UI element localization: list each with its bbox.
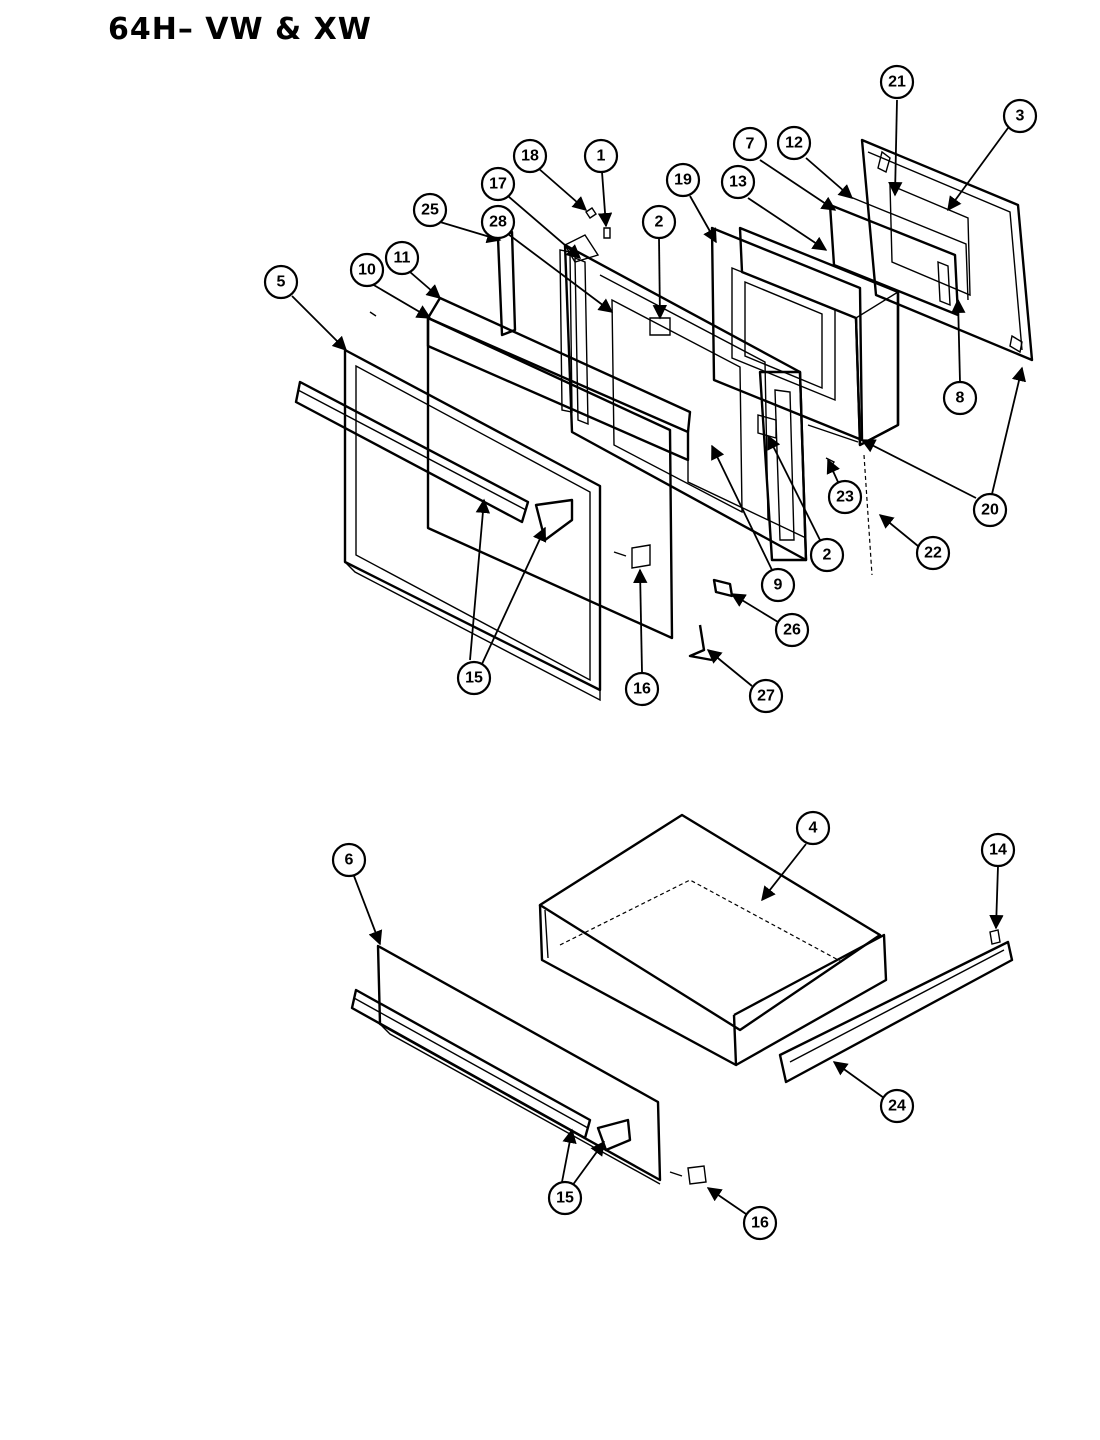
callout-16-drawer: 16 — [742, 1205, 778, 1241]
svg-text:15: 15 — [465, 670, 483, 687]
svg-text:22: 22 — [924, 545, 942, 562]
oven-door-assembly — [294, 138, 1034, 702]
callout-16-oven: 16 — [624, 671, 660, 707]
callout-21: 21 — [879, 64, 915, 100]
oven-door-handle — [294, 380, 530, 524]
callout-15-oven: 15 — [456, 660, 492, 696]
drawer-front-panel — [376, 944, 662, 1182]
callout-26: 26 — [774, 612, 810, 648]
callout-6: 6 — [331, 842, 367, 878]
callout-8: 8 — [942, 380, 978, 416]
callout-11: 11 — [384, 240, 420, 276]
svg-text:9: 9 — [774, 577, 783, 594]
callout-12: 12 — [776, 125, 812, 161]
svg-text:1: 1 — [597, 148, 606, 165]
drawer-slide-rail — [778, 940, 1014, 1084]
callout-5: 5 — [263, 264, 299, 300]
callout-10: 10 — [349, 252, 385, 288]
svg-text:26: 26 — [783, 622, 801, 639]
callout-14: 14 — [980, 832, 1016, 868]
svg-text:20: 20 — [981, 502, 999, 519]
svg-text:7: 7 — [746, 136, 755, 153]
svg-text:16: 16 — [751, 1215, 769, 1232]
door-glass-inner — [828, 203, 960, 317]
drawer-box — [538, 813, 882, 1032]
svg-text:8: 8 — [956, 390, 965, 407]
svg-text:12: 12 — [785, 135, 803, 152]
callout-28: 28 — [480, 204, 516, 240]
callout-20: 20 — [972, 492, 1008, 528]
svg-text:19: 19 — [674, 172, 692, 189]
callout-15-drawer: 15 — [547, 1180, 583, 1216]
svg-text:11: 11 — [394, 250, 411, 267]
svg-text:27: 27 — [757, 688, 775, 705]
svg-text:6: 6 — [345, 852, 354, 869]
svg-text:17: 17 — [489, 176, 507, 193]
callout-23: 23 — [827, 479, 863, 515]
callout-18: 18 — [512, 138, 548, 174]
callout-1: 1 — [583, 138, 619, 174]
callout-19: 19 — [665, 162, 701, 198]
callout-3: 3 — [1002, 98, 1038, 134]
svg-text:5: 5 — [277, 274, 286, 291]
svg-text:13: 13 — [729, 174, 747, 191]
svg-text:4: 4 — [809, 820, 818, 837]
svg-text:15: 15 — [556, 1190, 574, 1207]
svg-text:18: 18 — [521, 148, 539, 165]
svg-text:3: 3 — [1016, 108, 1025, 125]
svg-text:10: 10 — [358, 262, 376, 279]
callouts: 21 3 12 7 13 18 1 17 19 2 25 28 — [263, 64, 1038, 1241]
door-liner — [710, 226, 864, 442]
callout-4: 4 — [795, 810, 831, 846]
svg-text:14: 14 — [989, 842, 1007, 859]
callout-24: 24 — [879, 1088, 915, 1124]
callout-2-upper: 2 — [641, 204, 677, 240]
callout-27: 27 — [748, 678, 784, 714]
storage-drawer-assembly — [350, 813, 1014, 1185]
svg-text:2: 2 — [823, 547, 832, 564]
callout-22: 22 — [915, 535, 951, 571]
callout-9: 9 — [760, 567, 796, 603]
door-seal — [496, 230, 517, 337]
svg-text:2: 2 — [655, 214, 664, 231]
callout-13: 13 — [720, 164, 756, 200]
callout-17: 17 — [480, 166, 516, 202]
svg-text:16: 16 — [633, 681, 651, 698]
svg-text:25: 25 — [421, 202, 439, 219]
callout-25: 25 — [412, 192, 448, 228]
page-title: 64H– VW & XW — [108, 12, 372, 47]
svg-text:21: 21 — [888, 74, 906, 91]
svg-text:28: 28 — [489, 214, 507, 231]
rear-panel — [860, 138, 1034, 362]
svg-text:23: 23 — [836, 489, 854, 506]
outer-door-panel — [426, 316, 690, 462]
svg-text:24: 24 — [888, 1098, 906, 1115]
drawer-handle — [350, 988, 592, 1140]
callout-7: 7 — [732, 126, 768, 162]
callout-2-lower: 2 — [809, 537, 845, 573]
